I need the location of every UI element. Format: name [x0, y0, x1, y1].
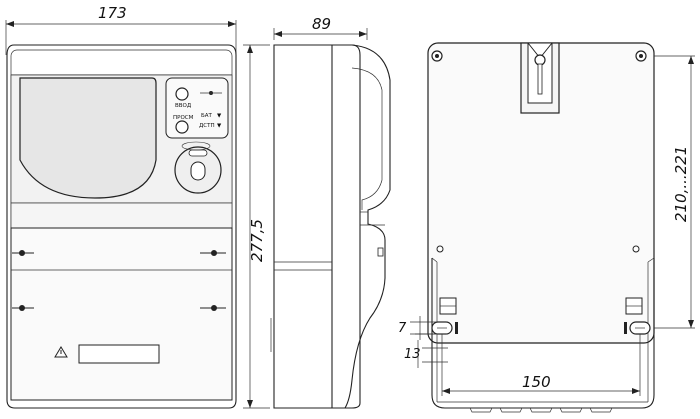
indicator-bat-label: БАТ — [201, 113, 213, 119]
svg-text:▼: ▼ — [217, 113, 222, 119]
button-label-1: ВВОД — [175, 103, 192, 109]
button-icon — [175, 120, 189, 134]
warning-triangle-icon — [54, 346, 68, 358]
spacing-dimension: 150 — [522, 373, 551, 391]
button-icon — [175, 87, 189, 101]
screw-icon — [12, 305, 34, 311]
hanger-bracket — [520, 42, 560, 114]
label-plate — [78, 344, 160, 364]
hole-dimension-b: 13 — [404, 347, 421, 362]
screw-icon — [12, 250, 34, 256]
rear-view: 150 7 13 210,...221 — [398, 42, 695, 413]
mount-range-dimension: 210,...221 — [672, 146, 690, 222]
width-dimension: 173 — [98, 4, 127, 22]
button-label-2: ПРОСМ — [173, 115, 194, 121]
screw-icon — [200, 305, 226, 311]
svg-text:▼: ▼ — [217, 123, 222, 129]
display-window — [19, 77, 157, 199]
screw-icon — [200, 250, 226, 256]
side-view: 89 277,5 — [243, 15, 391, 409]
indicator-sensor-label: ДСТП — [199, 123, 215, 129]
front-view: 173 ВВОД ПРОСМ БАТ ДСТП ▼ ▼ — [5, 4, 237, 409]
hole-dimension-a: 7 — [398, 321, 407, 336]
depth-dimension: 89 — [312, 15, 331, 33]
terminal-cover — [10, 227, 233, 401]
height-dimension: 277,5 — [248, 219, 266, 262]
